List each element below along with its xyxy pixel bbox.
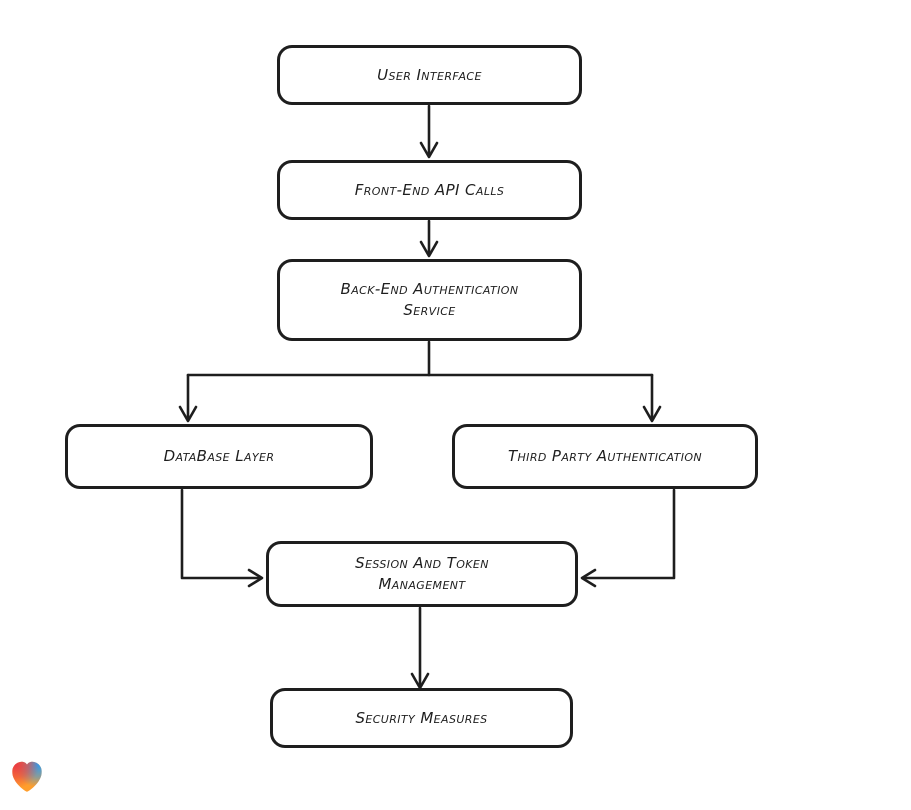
edge-session-to-security (410, 606, 430, 690)
heart-shape (12, 761, 42, 792)
node-security-measures: Security Measures (270, 688, 573, 748)
node-third-party-authentication: Third Party Authentication (452, 424, 758, 489)
node-user-interface: User Interface (277, 45, 582, 105)
gradient-heart-logo[interactable] (8, 758, 46, 796)
node-label: Third Party Authentication (507, 447, 703, 465)
node-label: Back-End Authentication Service (340, 280, 519, 319)
node-label: Front-End API Calls (354, 180, 505, 199)
edge-backend-split (178, 340, 662, 423)
edge-ui-to-api (419, 104, 439, 159)
node-label: Security Measures (355, 708, 488, 727)
node-label: Session And Token Management (355, 554, 489, 593)
edge-api-to-backend (419, 219, 439, 258)
node-back-end-authentication-service: Back-End Authentication Service (277, 259, 582, 341)
node-front-end-api-calls: Front-End API Calls (277, 160, 582, 220)
node-label: User Interface (377, 65, 482, 84)
edge-db-to-session (180, 488, 264, 588)
node-database-layer: DataBase Layer (65, 424, 373, 489)
edge-thirdparty-to-session (580, 488, 676, 588)
node-session-and-token-management: Session And Token Management (266, 541, 578, 607)
node-label: DataBase Layer (163, 447, 275, 465)
